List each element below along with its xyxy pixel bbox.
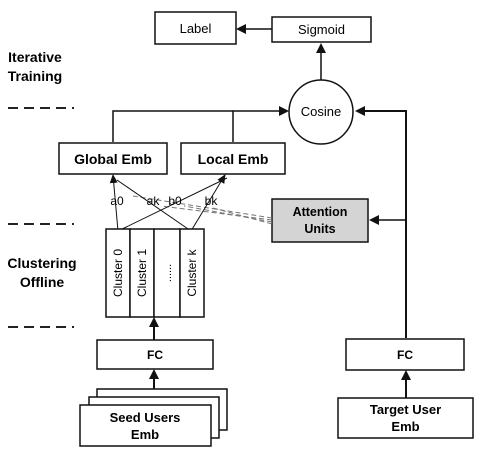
target-user-node (337, 397, 474, 439)
local-emb-text: Local Emb (198, 151, 269, 167)
local-emb-node (180, 142, 286, 175)
weight-ak: ak (147, 194, 161, 208)
weight-a0: a0 (110, 194, 124, 208)
fc-right-node (345, 338, 465, 371)
sigmoid-node (271, 16, 372, 43)
attention-units-node (271, 198, 369, 243)
attention-dash-global-b (160, 205, 273, 221)
weight-bk: bk (205, 194, 219, 208)
attention-dash-local-a (183, 205, 273, 223)
attention-text-line2: Units (304, 222, 335, 236)
seed-users-stack: Seed Users Emb (79, 388, 228, 447)
fc-left-node (96, 339, 214, 370)
global-emb-node (58, 142, 168, 175)
target-user-text-line1: Target User (370, 402, 441, 417)
cluster-ellipsis-label: ...... (162, 264, 174, 282)
target-user-text-line2: Emb (391, 419, 419, 434)
sigmoid-node-text: Sigmoid (298, 22, 345, 37)
cluster-stack: Cluster 0 Cluster 1 ...... Cluster k (105, 228, 205, 318)
seed-users-text-line2: Emb (131, 427, 159, 442)
cluster0-to-global-arrow (109, 174, 119, 232)
training-label: Training (8, 68, 62, 84)
fc-left-text: FC (147, 348, 163, 362)
weight-b0: b0 (168, 194, 182, 208)
iterative-label: Iterative (8, 49, 62, 65)
label-node-text: Label (180, 21, 212, 36)
cluster0-to-local-line (117, 177, 228, 232)
attention-dash-local-b (212, 207, 273, 225)
global-to-cosine-line (112, 110, 233, 142)
seed-users-front-card (79, 404, 212, 447)
cluster-k-label: Cluster k (185, 248, 199, 296)
cluster-1-box (129, 228, 155, 318)
local-to-cosine-arrow (232, 106, 289, 142)
offline-label: Offline (20, 274, 65, 290)
target-to-cosine-arrow (355, 106, 407, 338)
seed-users-text-line1: Seed Users (110, 410, 181, 425)
fc-right-text: FC (397, 348, 413, 362)
cluster-0-box (105, 228, 131, 318)
clusterk-to-global-line (116, 179, 192, 232)
clustering-label: Clustering (7, 255, 76, 271)
cluster-1-label: Cluster 1 (135, 249, 149, 297)
clusterk-to-local-arrow (190, 174, 226, 232)
global-emb-text: Global Emb (74, 151, 152, 167)
cluster-0-label: Cluster 0 (111, 249, 125, 297)
cosine-node-text: Cosine (301, 104, 341, 119)
attention-text-line1: Attention (293, 205, 348, 219)
cluster-k-box (179, 228, 205, 318)
